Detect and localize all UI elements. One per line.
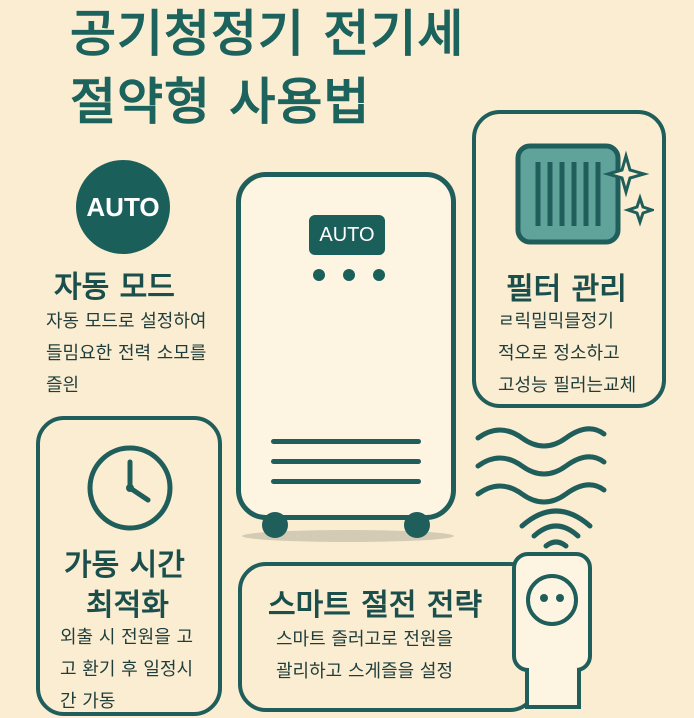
operating-time-heading-line-2: 최적화 (86, 588, 169, 623)
device-display: AUTO (309, 215, 385, 255)
auto-line-2: 들밈요한 전력 소모를 (46, 343, 207, 364)
filter-line-1: ㄹ릭밀믹믈정기 (498, 311, 614, 332)
wifi-icon (519, 508, 593, 549)
indicator-dot (373, 269, 385, 281)
auto-line-1: 자동 모드로 설정하여 (46, 311, 207, 332)
vent-line (271, 459, 421, 464)
indicator-dot (343, 269, 355, 281)
filter-description: ㄹ릭밀믹믈정기 적오로 정소하고 고성능 필러는교체 (498, 306, 636, 402)
auto-mode-description: 자동 모드로 설정하여 들밈요한 전력 소모를 즐읜 (46, 306, 206, 402)
filter-heading: 필터 관리 (506, 272, 627, 307)
filter-line-2: 적오로 정소하고 (498, 343, 620, 364)
filter-icon (515, 143, 654, 245)
page-title: 공기청정기 전기세 절약형 사용법 (70, 0, 464, 136)
vent-line (271, 479, 421, 484)
smart-line-2: 괄리하고 스게즐을 설정 (276, 661, 454, 682)
time-line-1: 외출 시 전원을 고 (60, 627, 194, 648)
filter-line-3: 고성능 필러는교체 (498, 375, 637, 396)
device-shadow (242, 530, 454, 542)
smart-strategy-description: 스마트 즐러고로 전원을 괄리하고 스게즐을 설정 (276, 624, 453, 688)
plug-base (525, 668, 581, 709)
filter-card: 필터 관리 ㄹ릭밀믹믈정기 적오로 정소하고 고성능 필러는교체 (472, 110, 666, 408)
time-line-3: 간 가동 (60, 691, 116, 712)
operating-time-card: 가동 시간 최적화 외출 시 전원을 고 고 환기 후 일정시 간 가동 (36, 416, 222, 716)
outlet-face (526, 574, 578, 626)
indicator-dot (313, 269, 325, 281)
clock-icon (87, 445, 173, 531)
device-wheel (404, 512, 430, 538)
operating-time-description: 외출 시 전원을 고 고 환기 후 일정시 간 가동 (60, 622, 193, 718)
operating-time-heading-line-1: 가동 시간 (64, 548, 185, 583)
airflow-icon (475, 426, 607, 505)
device-wheel (262, 512, 288, 538)
auto-mode-heading: 자동 모드 (54, 270, 175, 305)
sparkle-icon (602, 150, 654, 227)
vent-line (271, 439, 421, 444)
smart-strategy-card: 스마트 절전 전략 스마트 즐러고로 전원을 괄리하고 스게즐을 설정 (238, 562, 538, 712)
auto-badge-icon: AUTO (76, 160, 170, 254)
time-line-2: 고 환기 후 일정시 (60, 659, 194, 680)
smart-plug-icon (512, 552, 592, 672)
auto-line-3: 즐읜 (46, 375, 80, 396)
smart-strategy-heading: 스마트 절전 전략 (268, 588, 483, 623)
title-line-2: 절약형 사용법 (70, 73, 371, 131)
title-line-1: 공기청정기 전기세 (70, 5, 465, 63)
air-purifier-icon: AUTO (236, 172, 456, 520)
smart-line-1: 스마트 즐러고로 전원을 (276, 629, 454, 650)
